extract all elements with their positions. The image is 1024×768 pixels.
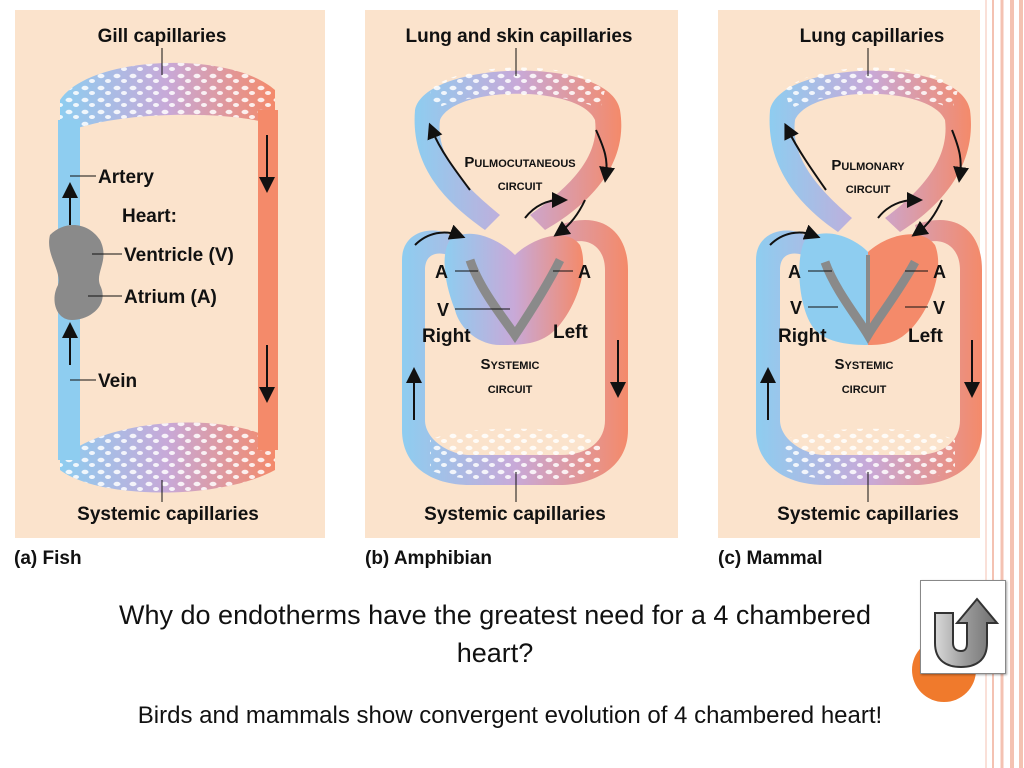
label-atrium-left: A	[788, 262, 801, 282]
u-turn-arrow-icon	[934, 597, 1000, 669]
label-lung-capillaries: Lung capillaries	[800, 26, 945, 47]
label-systemic: Systemic	[835, 356, 894, 373]
panel-mammal: Lung capillaries Pulmonary circuit A A V…	[718, 10, 982, 538]
label-ventricle-left: V	[790, 298, 802, 318]
amphibian-heart	[444, 233, 584, 345]
label-systemic-capillaries: Systemic capillaries	[424, 504, 606, 525]
label-circuit-bottom: circuit	[488, 380, 533, 397]
label-ventricle: Ventricle (V)	[124, 245, 234, 266]
label-gill-capillaries: Gill capillaries	[98, 26, 227, 47]
lung-capillary-loop	[769, 70, 971, 232]
label-ventricle: V	[437, 300, 449, 320]
label-heart: Heart:	[122, 206, 177, 227]
label-atrium-left: A	[435, 262, 448, 282]
answer-text: Birds and mammals show convergent evolut…	[137, 702, 883, 729]
return-button[interactable]	[920, 580, 1006, 674]
label-pulmocutaneous: Pulmocutaneous	[464, 154, 575, 171]
label-circuit-bottom: circuit	[842, 380, 887, 397]
label-left-side: Left	[553, 322, 589, 343]
panel-fish: Gill capillaries Artery Heart: Ventricle…	[15, 10, 325, 538]
label-right-side: Right	[422, 326, 471, 347]
label-pulmonary: Pulmonary	[831, 157, 905, 174]
label-atrium: Atrium (A)	[124, 287, 217, 308]
label-ventricle-right: V	[933, 298, 945, 318]
panel-amphibian: Lung and skin capillaries Pulmocutaneous…	[365, 10, 678, 538]
label-atrium-right: A	[933, 262, 946, 282]
label-artery: Artery	[98, 167, 154, 188]
systemic-loop	[756, 220, 982, 485]
caption-amphibian: (b) Amphibian	[365, 548, 492, 569]
systemic-loop	[402, 220, 628, 485]
label-left-side: Left	[908, 326, 944, 347]
label-vein: Vein	[98, 371, 137, 392]
label-circuit-top: circuit	[846, 180, 891, 197]
caption-mammal: (c) Mammal	[718, 548, 823, 569]
lung-skin-capillary-loop	[414, 70, 622, 230]
label-lung-skin-capillaries: Lung and skin capillaries	[405, 26, 632, 47]
label-atrium-right: A	[578, 262, 591, 282]
question-text: Why do endotherms have the greatest need…	[119, 600, 871, 668]
caption-fish: (a) Fish	[14, 548, 82, 569]
label-right-side: Right	[778, 326, 827, 347]
oxygenated-vessel	[258, 110, 278, 450]
label-systemic-capillaries: Systemic capillaries	[777, 504, 959, 525]
label-systemic-capillaries: Systemic capillaries	[77, 504, 259, 525]
label-circuit-top: circuit	[498, 177, 543, 194]
label-systemic: Systemic	[481, 356, 540, 373]
